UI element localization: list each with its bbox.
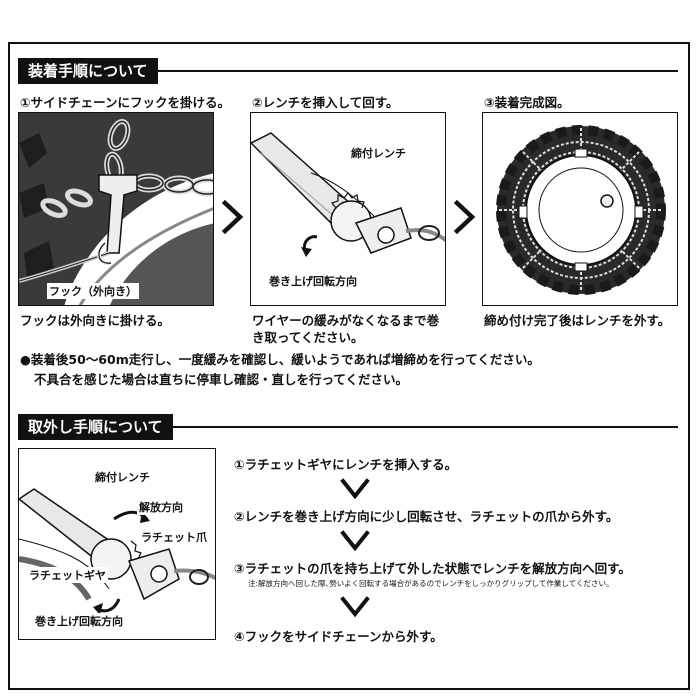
install-step3-figure <box>482 112 678 306</box>
removal-section-header: 取外し手順について <box>18 414 678 440</box>
next-arrow-icon-2 <box>453 199 476 238</box>
ratchet-gear-callout: ラチェットギヤ <box>27 567 108 583</box>
installed-chain-illustration <box>496 125 666 295</box>
install-step1-figure: フック（外向き） <box>18 112 214 306</box>
install-step2-figure: 締付レンチ 巻き上げ回転方向 <box>250 112 446 306</box>
removal-step3: ③ラチェットの爪を持ち上げて外した状態でレンチを解放方向へ回す。 <box>234 561 631 576</box>
wind-direction-callout: 巻き上げ回転方向 <box>267 273 359 289</box>
down-arrow-icon-2 <box>340 530 370 556</box>
down-arrow-icon-1 <box>340 478 370 504</box>
install-step2-label: ②レンチを挿入して回す。 <box>252 95 399 110</box>
install-section-header: 装着手順について <box>18 58 678 84</box>
install-step3-label: ③装着完成図。 <box>484 95 570 110</box>
removal-wrench-callout: 締付レンチ <box>93 469 152 485</box>
removal-step2: ②レンチを巻き上げ方向に少し回転させ、ラチェットの爪から外す。 <box>234 509 619 524</box>
install-section-title: 装着手順について <box>18 58 158 84</box>
removal-wind-callout: 巻き上げ回転方向 <box>33 613 125 629</box>
install-step3-caption: 締め付け完了後はレンチを外す。 <box>484 313 671 328</box>
install-step1-label: ①サイドチェーンにフックを掛ける。 <box>20 95 230 110</box>
removal-section-title: 取外し手順について <box>18 414 173 440</box>
removal-header-rule <box>172 426 678 428</box>
install-note-line1: ●装着後50～60m走行し、一度緩みを確認し、緩いようであれば増締めを行ってくだ… <box>20 352 540 367</box>
removal-step4: ④フックをサイドチェーンから外す。 <box>234 629 443 644</box>
install-step1-caption: フックは外向きに掛ける。 <box>20 313 171 328</box>
install-step2-caption: ワイヤーの緩みがなくなるまで巻き取ってください。 <box>252 313 440 345</box>
release-direction-callout: 解放方向 <box>137 499 185 515</box>
wrench-callout: 締付レンチ <box>349 145 408 161</box>
wrench-insert-illustration <box>251 132 445 257</box>
down-arrow-icon-3 <box>340 596 370 622</box>
removal-step1: ①ラチェットギヤにレンチを挿入する。 <box>234 457 458 472</box>
hook-chain-illustration <box>19 113 213 305</box>
outer-frame <box>8 42 690 690</box>
install-header-rule <box>157 70 678 72</box>
removal-step3-note: 注:解放方向へ回した際､勢いよく回転する場合があるのでレンチをしっかりグリップし… <box>248 579 614 588</box>
install-note-line2: 不具合を感じた場合は直ちに停車し確認・直しを行ってください。 <box>34 372 409 387</box>
removal-figure: 締付レンチ 解放方向 ラチェット爪 ラチェットギヤ 巻き上げ回転方向 <box>18 448 216 640</box>
next-arrow-icon <box>221 199 244 238</box>
hook-callout: フック（外向き） <box>47 283 139 299</box>
ratchet-pawl-callout: ラチェット爪 <box>139 529 209 545</box>
